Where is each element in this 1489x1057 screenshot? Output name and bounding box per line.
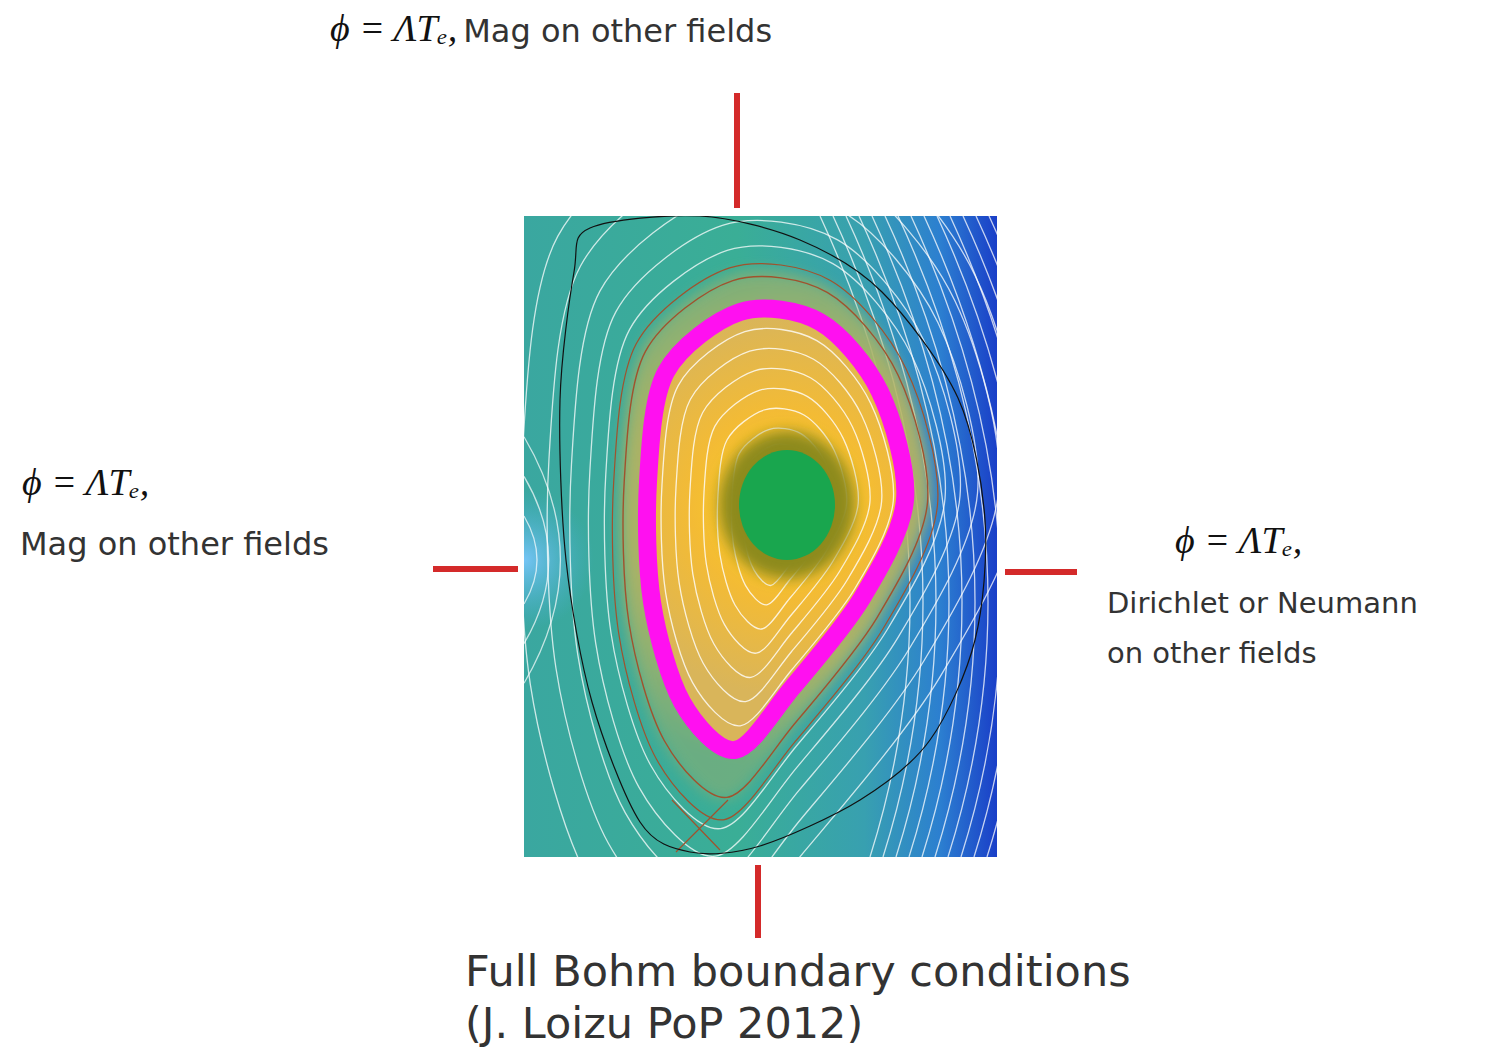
boundary-note: Mag on other fields [20, 527, 329, 562]
boundary-tick [433, 566, 518, 572]
boundary-tick [755, 865, 761, 938]
flux-line [524, 476, 549, 643]
separatrix [612, 264, 938, 820]
flux-surface [661, 329, 894, 726]
flux-surface [703, 388, 858, 653]
core-region [739, 450, 835, 560]
flux-line [604, 246, 945, 829]
boundary-formula: ϕ = ΛTₑ, [22, 462, 149, 504]
boundary-note: Mag on other fields [463, 14, 772, 49]
left-glow [524, 490, 594, 630]
flux-line [524, 216, 997, 857]
background-field [524, 216, 997, 857]
boundary-tick [734, 93, 740, 208]
x-point [672, 800, 728, 852]
flux-line [570, 216, 978, 857]
flux-line [547, 216, 997, 857]
boundary-formula: ϕ = ΛTₑ, [1175, 520, 1302, 562]
separatrix [623, 277, 928, 798]
boundary-formula: ϕ = ΛTₑ, [330, 8, 457, 50]
boundary-note: (J. Loizu PoP 2012) [465, 1000, 863, 1047]
boundary-tick [1005, 569, 1077, 575]
boundary-ring [647, 309, 905, 751]
vessel-wall [560, 216, 986, 854]
flux-line [963, 216, 997, 857]
plasma-core [647, 309, 905, 751]
flux-line [524, 437, 560, 683]
boundary-note: Dirichlet or Neumann [1107, 588, 1418, 620]
contour-group [524, 216, 997, 857]
boundary-note: Full Bohm boundary conditions [465, 948, 1131, 995]
flux-line [911, 216, 997, 857]
flux-surface [675, 348, 882, 701]
flux-line [524, 516, 537, 604]
flux-line [976, 216, 997, 857]
edge-region [620, 270, 930, 800]
core-halo [719, 431, 855, 579]
flux-line [588, 221, 960, 857]
boundary-note: on other fields [1107, 638, 1317, 670]
tick-group [433, 93, 1077, 938]
